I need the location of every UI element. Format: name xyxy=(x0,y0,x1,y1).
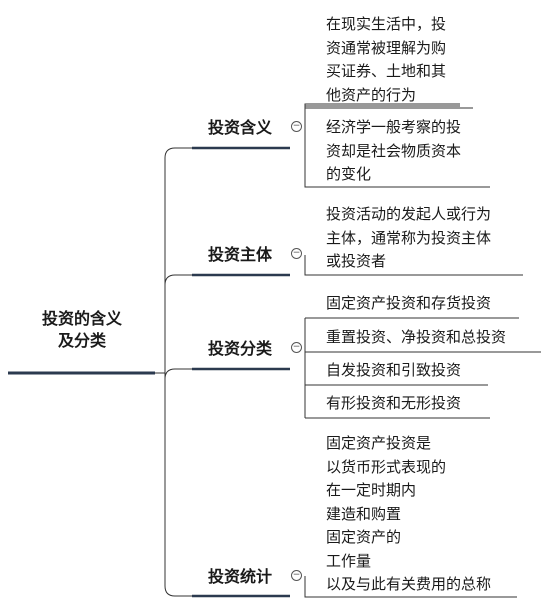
collapse-toggle-icon[interactable]: − xyxy=(291,248,302,259)
branch-investment-statistics[interactable]: 投资统计 xyxy=(208,567,273,586)
leaf-line: 在现实生活中，投 xyxy=(326,15,447,33)
leaf-line: 投资活动的发起人或行为 xyxy=(326,205,492,223)
connector-root-to-branch-1 xyxy=(155,147,192,374)
leaf-investment-meaning-1[interactable]: 在现实生活中，投 资通常被理解为购 买证券、土地和其 他资产的行为 xyxy=(326,13,446,107)
root-title-line-2: 及分类 xyxy=(57,331,106,350)
branch-investment-meaning[interactable]: 投资含义 xyxy=(208,118,273,137)
collapse-toggle-icon[interactable]: − xyxy=(291,121,302,132)
leaf-line: 主体，通常称为投资主体 xyxy=(326,228,492,247)
leaf-line: 以及与此有关费用的总称 xyxy=(326,575,492,593)
leaf-investment-statistics-1[interactable]: 固定资产投资是 以货币形式表现的 在一定时期内 建造和购置 固定资产的 工作量 … xyxy=(326,432,491,597)
collapse-toggle-icon[interactable]: − xyxy=(291,342,302,353)
leaf-line: 经济学一般考察的投 xyxy=(326,118,462,136)
leaf-line: 固定资产投资是 xyxy=(326,434,432,452)
leaf-line: 以货币形式表现的 xyxy=(326,457,447,476)
leaf-line: 的变化 xyxy=(326,165,372,183)
connector-root-to-branch-4 xyxy=(164,373,192,597)
leaf-line: 资却是社会物质资本 xyxy=(326,141,462,160)
leaf-line: 他资产的行为 xyxy=(326,85,417,104)
leaf-line: 固定资产的 xyxy=(326,528,402,546)
branch-investment-subject[interactable]: 投资主体 xyxy=(208,245,273,264)
leaf-classification-1[interactable]: 固定资产投资和存货投资 xyxy=(326,294,492,312)
connector-root-to-branch-3 xyxy=(164,368,192,380)
leaf-classification-3[interactable]: 自发投资和引致投资 xyxy=(326,361,462,379)
leaf-classification-4[interactable]: 有形投资和无形投资 xyxy=(326,394,462,412)
connector-branch-2-leaf xyxy=(304,255,523,276)
branch-investment-classification[interactable]: 投资分类 xyxy=(208,339,273,358)
leaf-classification-2[interactable]: 重置投资、净投资和总投资 xyxy=(326,328,507,346)
root-node[interactable]: 投资的含义 及分类 xyxy=(22,308,142,352)
leaf-line: 工作量 xyxy=(326,551,372,570)
leaf-line: 或投资者 xyxy=(326,252,387,270)
root-title-line-1: 投资的含义 xyxy=(41,309,122,328)
collapse-toggle-icon[interactable]: − xyxy=(291,570,302,581)
leaf-line: 在一定时期内 xyxy=(326,481,417,499)
connector-branch-4-leaf xyxy=(304,576,517,598)
connector-root-to-branch-2 xyxy=(164,274,192,373)
leaf-investment-meaning-2[interactable]: 经济学一般考察的投 资却是社会物质资本 的变化 xyxy=(326,116,461,187)
leaf-investment-subject-1[interactable]: 投资活动的发起人或行为 主体，通常称为投资主体 或投资者 xyxy=(326,203,491,274)
leaf-line: 买证券、土地和其 xyxy=(326,62,447,80)
leaf-line: 资通常被理解为购 xyxy=(326,38,447,57)
leaf-line: 建造和购置 xyxy=(326,504,402,523)
